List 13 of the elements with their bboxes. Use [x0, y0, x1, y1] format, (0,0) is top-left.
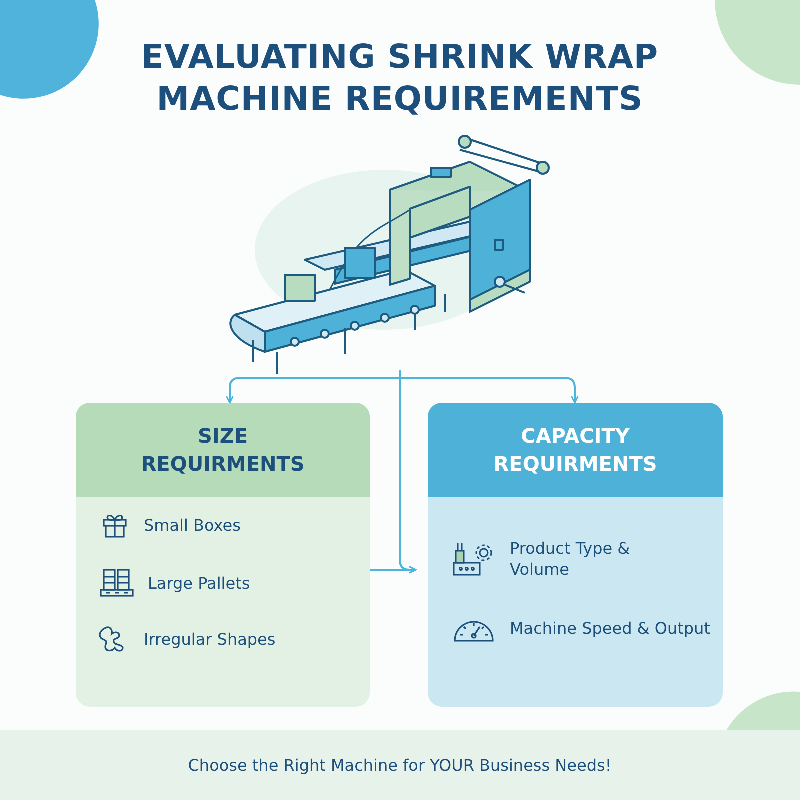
requirement-item: Irregular Shapes — [144, 628, 276, 650]
title: EVALUATING SHRINK WRAP MACHINE REQUIREMENTS — [140, 36, 660, 120]
panel-heading: SIZE REQUIRMENTS — [76, 403, 370, 497]
footer-text: Choose the Right Machine for YOUR Business Needs! — [188, 756, 612, 774]
panel-heading: CAPACITY REQUIRMENTS — [428, 403, 723, 497]
connector-arrow — [370, 566, 417, 574]
requirement-item: Small Boxes — [144, 514, 241, 536]
footer-band — [0, 730, 800, 800]
requirement-item: Product Type & Volume — [510, 538, 632, 580]
category-panel — [428, 403, 723, 707]
category-panel — [76, 403, 370, 707]
requirement-item: Large Pallets — [148, 572, 250, 594]
requirement-item: Machine Speed & Output — [510, 618, 710, 638]
